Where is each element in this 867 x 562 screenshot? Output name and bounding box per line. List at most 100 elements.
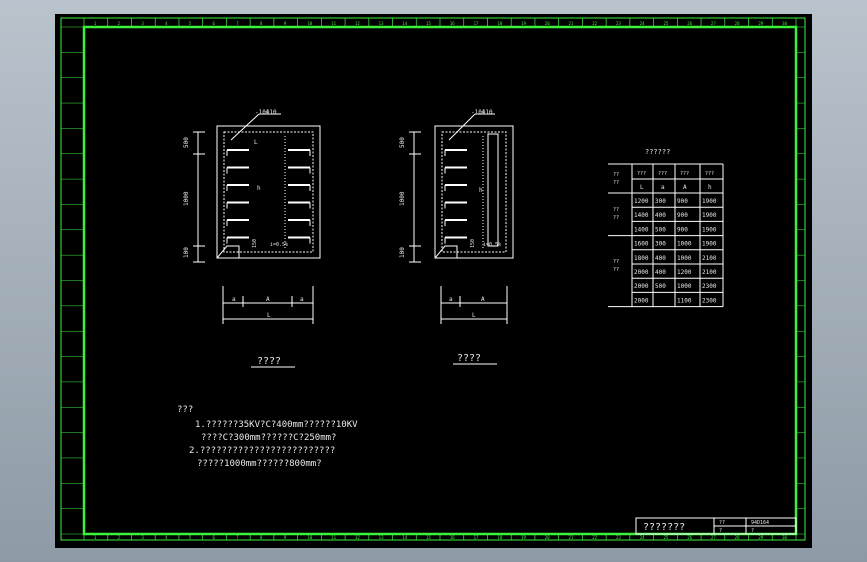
tick-label-top: 20: [545, 21, 550, 26]
tick-label-bottom: 17: [474, 535, 479, 540]
right-section-view: [409, 113, 514, 365]
left-bdim-a1: a: [232, 296, 236, 303]
tick-label-top: 7: [236, 21, 239, 26]
right-bdim-L: L: [472, 312, 476, 319]
right-callout-leader: [448, 113, 476, 141]
notes-heading: ???: [177, 405, 193, 415]
title-block-cell-2: 94D164: [751, 520, 769, 526]
tick-label-bottom: 9: [284, 535, 287, 540]
table-subheader-cell: A: [683, 184, 687, 191]
left-callout-leader: [230, 113, 260, 141]
tick-label-top: 23: [616, 21, 621, 26]
right-dim-500: 500: [399, 137, 406, 148]
tick-label-top: 2: [118, 21, 121, 26]
right-inner-150: 150: [470, 239, 476, 248]
tick-label-top: 25: [663, 21, 668, 26]
tick-label-bottom: 19: [521, 535, 526, 540]
tick-label-top: 30: [782, 21, 787, 26]
left-dim-1000: 1000: [183, 191, 190, 206]
right-dim-1000: 1000: [399, 191, 406, 206]
table-cell: 2000: [634, 297, 649, 304]
tick-label-top: 18: [497, 21, 502, 26]
title-block-cell-3: ?: [719, 528, 722, 534]
table-title: ??????: [645, 148, 670, 156]
table-cell: 900: [677, 226, 688, 233]
table-subheader-cell: h: [708, 184, 712, 191]
tick-label-bottom: 16: [450, 535, 455, 540]
right-bdim-a: a: [449, 296, 453, 303]
table-cell: 300: [655, 198, 666, 205]
notes-line-1: 1.??????35KV?C?400mm??????10KV: [195, 420, 358, 430]
table-cell: 400: [655, 212, 666, 219]
border-ticks: 1122334455667788991010111112121313141415…: [61, 18, 805, 540]
left-bdim-A: A: [266, 296, 270, 303]
tick-label-top: 12: [355, 21, 360, 26]
tick-label-bottom: 28: [735, 535, 740, 540]
left-trench-inner: [223, 131, 314, 253]
right-callout-text: -10Φ10: [471, 109, 493, 116]
tick-label-bottom: 4: [165, 535, 168, 540]
title-block: [635, 517, 797, 535]
tick-label-bottom: 3: [141, 535, 144, 540]
tick-label-top: 28: [735, 21, 740, 26]
tick-label-bottom: 10: [307, 535, 312, 540]
tick-label-bottom: 21: [569, 535, 574, 540]
table-subheader-cell: a: [661, 184, 665, 191]
tick-label-top: 9: [284, 21, 287, 26]
table-cell: 2000: [634, 269, 649, 276]
title-block-cell-1: ??: [719, 520, 725, 526]
table-cell: 1900: [702, 241, 717, 248]
left-callout-text: -10Φ10: [255, 109, 277, 116]
drawing-svg: 1122334455667788991010111112121313141415…: [60, 17, 806, 541]
table-cell: 900: [677, 198, 688, 205]
table-cell: 1000: [677, 241, 692, 248]
right-trench-outline: [434, 125, 514, 259]
right-inner-h: h: [479, 187, 483, 194]
left-brackets-right: [288, 149, 311, 244]
tick-label-bottom: 5: [189, 535, 192, 540]
tick-label-top: 16: [450, 21, 455, 26]
table-cell: 500: [655, 226, 666, 233]
tick-label-bottom: 30: [782, 535, 787, 540]
table-cell: 1800: [634, 255, 649, 262]
left-brackets-left: [226, 149, 249, 244]
tick-label-top: 3: [141, 21, 144, 26]
tick-label-top: 22: [592, 21, 597, 26]
table-cell: 1200: [634, 198, 649, 205]
table-cell: 1100: [677, 297, 692, 304]
tick-label-bottom: 27: [711, 535, 716, 540]
tick-label-top: 17: [474, 21, 479, 26]
left-dim-500: 500: [183, 137, 190, 148]
table-cell: 1900: [702, 212, 717, 219]
tick-label-top: 11: [331, 21, 336, 26]
tick-label-top: 15: [426, 21, 431, 26]
table-cell: 2100: [702, 269, 717, 276]
left-sump: [216, 245, 240, 259]
table-cell: 2300: [702, 283, 717, 290]
title-block-name: ???????: [643, 522, 685, 533]
tick-label-bottom: 13: [379, 535, 384, 540]
table-cell: 1900: [702, 198, 717, 205]
table-group-label: ??: [613, 207, 619, 213]
table-cell: 1200: [677, 269, 692, 276]
left-inner-h: h: [257, 185, 261, 192]
tick-label-bottom: 14: [402, 535, 407, 540]
table-cell: 2300: [702, 297, 717, 304]
tick-label-bottom: 25: [663, 535, 668, 540]
left-inner-slope: i=0.5%: [270, 242, 288, 248]
table-cell: 2000: [634, 283, 649, 290]
table-cell: 500: [655, 283, 666, 290]
tick-label-top: 24: [640, 21, 645, 26]
tick-label-top: 27: [711, 21, 716, 26]
tick-label-bottom: 26: [687, 535, 692, 540]
left-bdim-L: L: [267, 312, 271, 319]
table-cell: 400: [655, 269, 666, 276]
table-header-corner: ??: [613, 180, 619, 186]
left-view-title: ????: [257, 356, 281, 367]
table-group-label: ??: [613, 267, 619, 273]
table-subheader-cell: L: [640, 184, 644, 191]
tick-label-top: 4: [165, 21, 168, 26]
table-cell: 1600: [634, 241, 649, 248]
tick-label-top: 8: [260, 21, 263, 26]
